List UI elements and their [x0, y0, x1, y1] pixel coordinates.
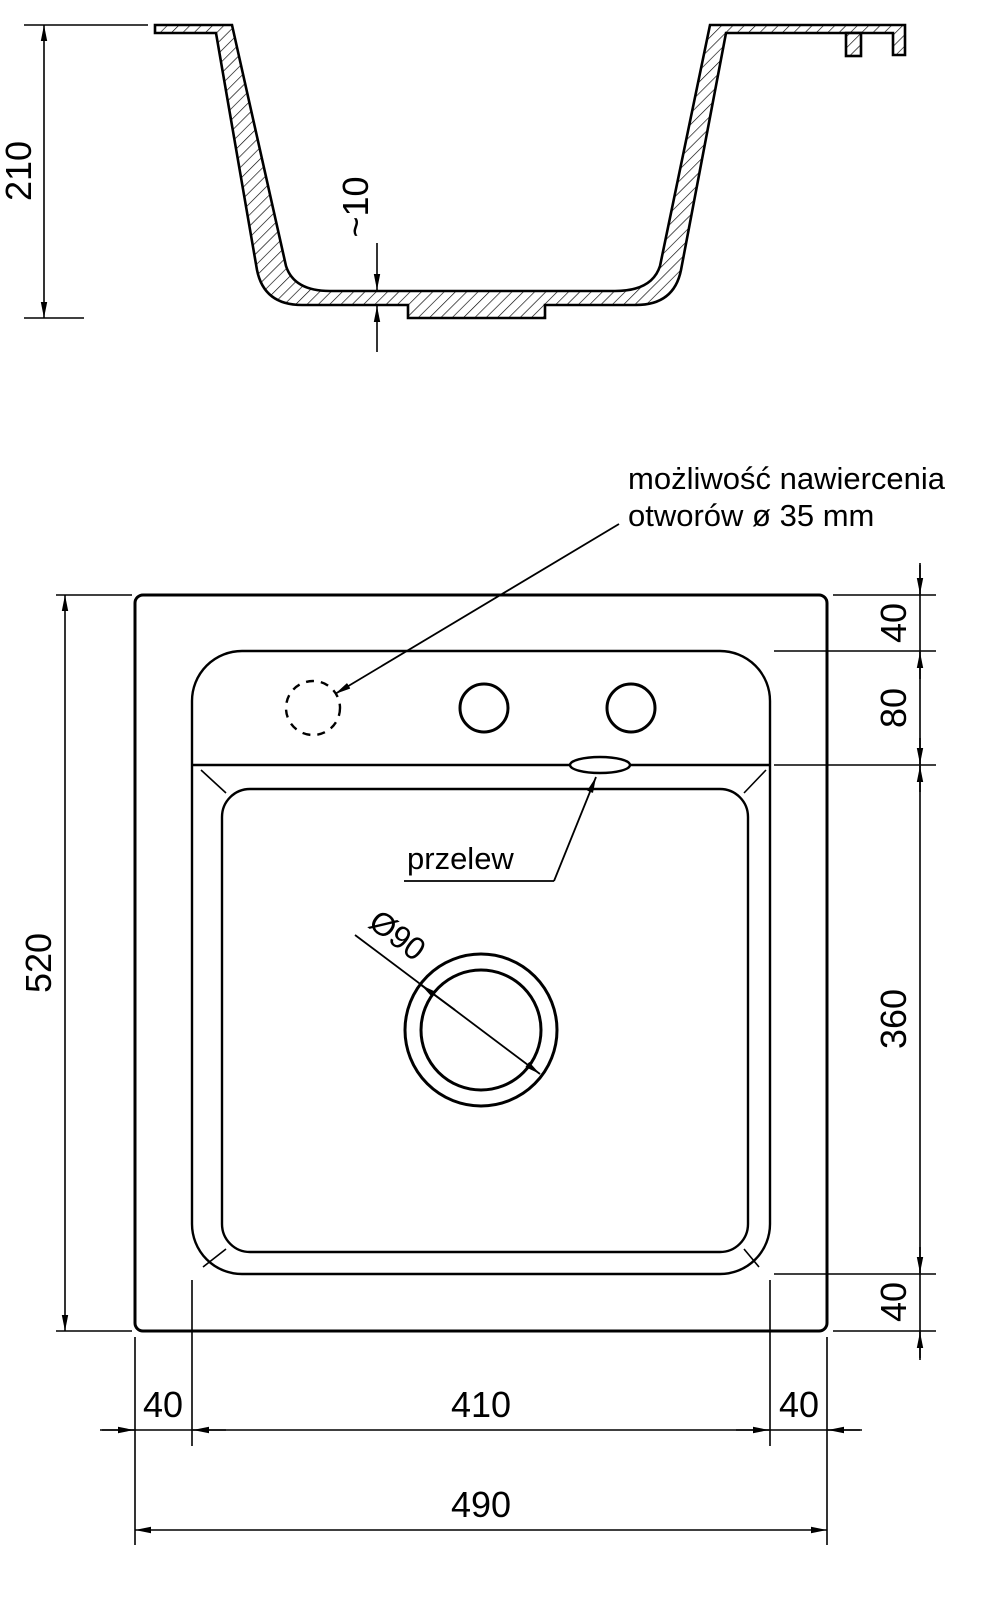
dim-right-bottom-40: 40 — [873, 1282, 914, 1322]
cross-section-view: 210 ~10 — [0, 23, 907, 352]
sink-outer-edge — [133, 593, 829, 1333]
corner-tick-br — [743, 1248, 760, 1268]
overflow-callout: przelew — [404, 776, 597, 882]
drain-outer — [403, 952, 559, 1108]
dim-section-height: 210 — [0, 24, 148, 319]
drill-note-leader — [334, 523, 620, 695]
corner-tick-tl — [200, 769, 227, 794]
overflow-leader — [553, 776, 597, 882]
dim-bottom-left-40: 40 — [143, 1384, 183, 1425]
drill-note-callout: możliwość nawiercenia otworów ø 35 mm — [334, 461, 946, 695]
plan-view: Ø90 przelew możliwość nawiercenia otworó… — [18, 461, 946, 1545]
drain-inner — [419, 968, 543, 1092]
drill-hole-optional — [284, 679, 342, 737]
dim-right-bowl-360: 360 — [873, 989, 914, 1049]
flange-rib — [844, 31, 863, 58]
dim-520-label: 520 — [18, 933, 59, 993]
overflow-label: przelew — [407, 841, 514, 876]
overflow-slot — [568, 755, 632, 775]
dim-right-deck-80: 80 — [873, 688, 914, 728]
dim-bottom-chain: 40 410 40 — [100, 1280, 862, 1545]
faucet-hole-2 — [605, 682, 657, 734]
faucet-hole-1 — [458, 682, 510, 734]
drill-note-line1: możliwość nawiercenia — [628, 461, 946, 496]
sink-rim — [190, 649, 772, 1276]
drain-diameter-callout: Ø90 — [354, 903, 541, 1075]
dim-210-label: 210 — [0, 141, 39, 201]
drain-diameter-label: Ø90 — [363, 903, 433, 968]
dim-bottom-center-410: 410 — [451, 1384, 511, 1425]
dim-bottom-right-40: 40 — [779, 1384, 819, 1425]
dim-490-label: 490 — [451, 1484, 511, 1525]
sink-profile — [153, 23, 907, 320]
dim-plan-height: 520 — [18, 594, 132, 1332]
dim-plan-width: 490 — [135, 1484, 827, 1534]
dim-tilde10-label: ~10 — [335, 176, 376, 237]
dim-right-chain: 40 80 360 40 — [774, 563, 936, 1360]
corner-tick-bl — [202, 1248, 227, 1268]
drill-note-line2: otworów ø 35 mm — [628, 498, 874, 533]
dim-bottom-thickness: ~10 — [335, 176, 381, 352]
drain-leader-arrow — [420, 984, 456, 1011]
corner-tick-tr — [743, 769, 767, 794]
dim-right-top-40: 40 — [873, 603, 914, 643]
bowl-outline — [220, 787, 750, 1254]
